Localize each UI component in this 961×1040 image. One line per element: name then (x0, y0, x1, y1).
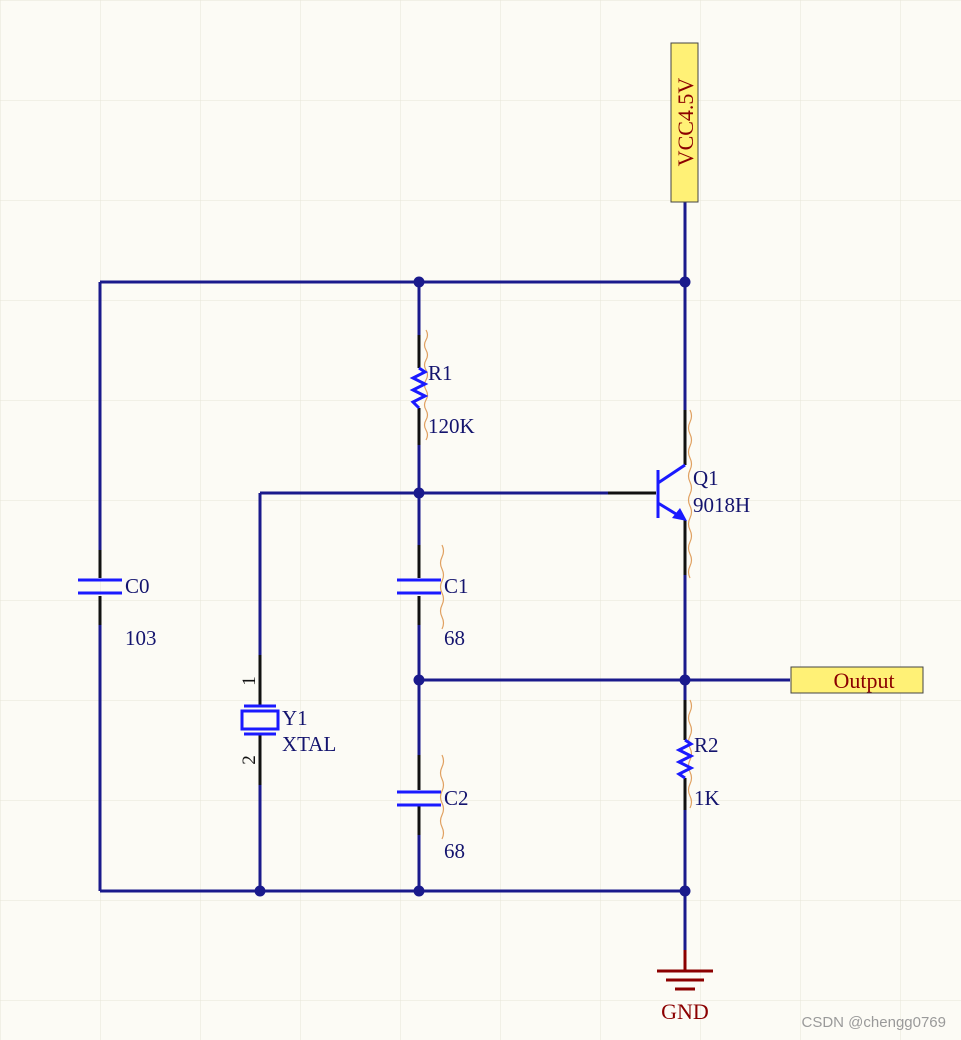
r1-ref-label: R1 (428, 361, 453, 385)
transistor-q1[interactable]: Q1 9018H (608, 409, 750, 579)
y1-value-label: XTAL (282, 732, 336, 756)
capacitor-c0[interactable]: C0 103 (78, 550, 157, 650)
r2-value-label: 1K (694, 786, 720, 810)
c2-value-label: 68 (444, 839, 465, 863)
output-port-label: Output (833, 668, 894, 693)
r1-value-label: 120K (428, 414, 475, 438)
vcc-port[interactable]: VCC4.5V (670, 42, 699, 203)
output-port[interactable]: Output (790, 666, 924, 694)
ground-label: GND (661, 999, 709, 1024)
capacitor-c1[interactable]: C1 68 (397, 544, 469, 650)
c0-ref-label: C0 (125, 574, 150, 598)
capacitor-c2[interactable]: C2 68 (397, 754, 469, 863)
q1-ref-label: Q1 (693, 466, 719, 490)
y1-ref-label: Y1 (282, 706, 308, 730)
y1-pin1-label: 1 (239, 676, 260, 686)
vcc-port-label: VCC4.5V (673, 78, 698, 167)
c1-ref-label: C1 (444, 574, 469, 598)
junctions (254, 276, 691, 897)
watermark-text: CSDN @chengg0769 (802, 1014, 946, 1031)
y1-pin2-label: 2 (239, 755, 260, 765)
resistor-r2[interactable]: R2 1K (675, 699, 720, 810)
ground-symbol[interactable]: GND (657, 950, 713, 1024)
c2-ref-label: C2 (444, 786, 469, 810)
c1-value-label: 68 (444, 626, 465, 650)
r2-ref-label: R2 (694, 733, 719, 757)
crystal-y1[interactable]: 1 2 Y1 XTAL (239, 655, 336, 785)
q1-value-label: 9018H (693, 493, 750, 517)
c0-value-label: 103 (125, 626, 157, 650)
resistor-r1[interactable]: R1 120K (409, 329, 475, 445)
